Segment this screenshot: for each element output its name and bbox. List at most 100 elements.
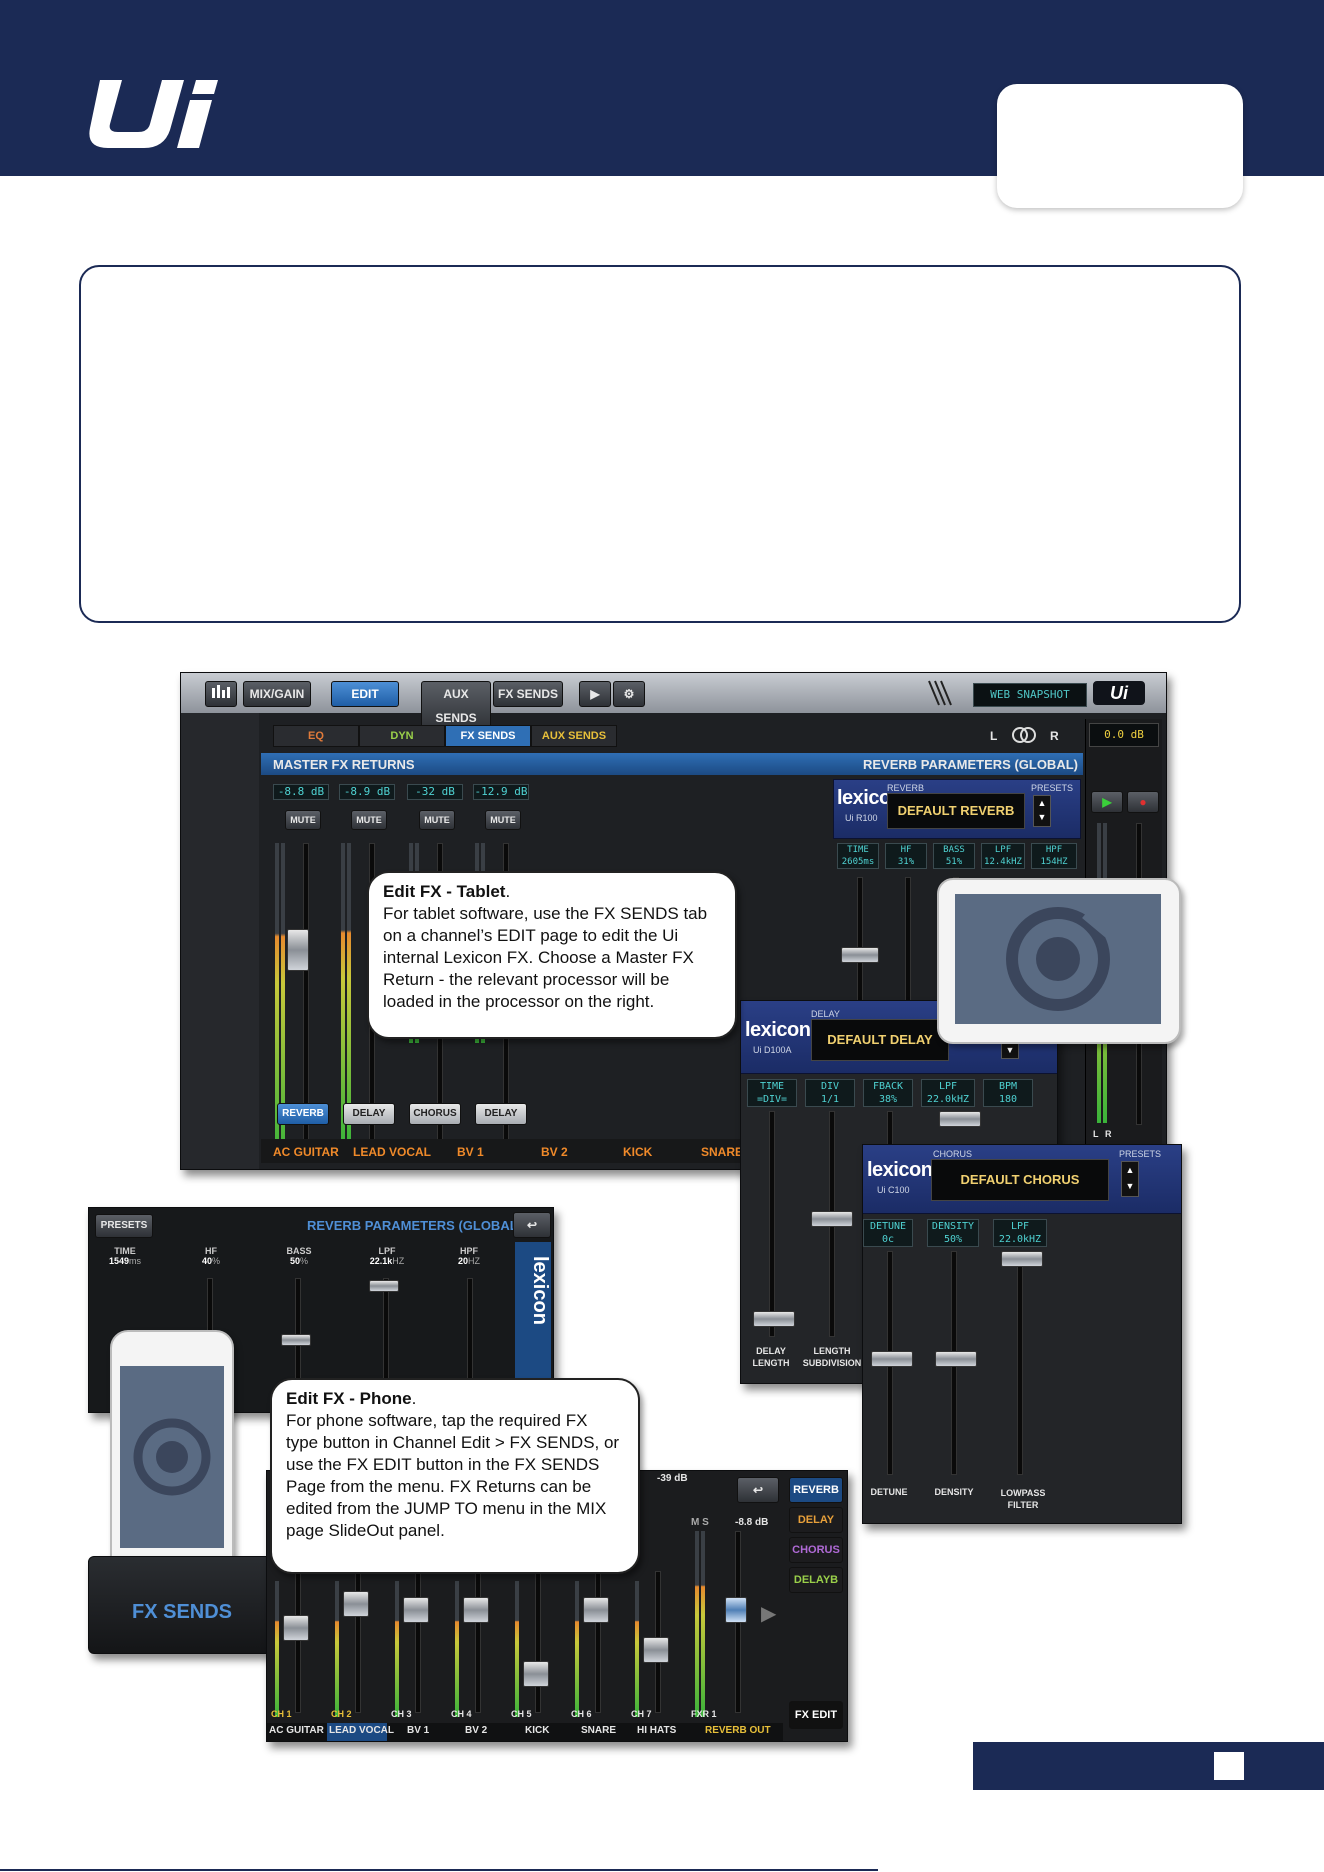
channel-name[interactable]: BV 2 — [465, 1725, 488, 1736]
meters-button[interactable] — [205, 681, 237, 707]
channel-name[interactable]: KICK — [525, 1725, 550, 1736]
reverb-param-name: BASS — [943, 845, 965, 855]
grip-icon — [925, 679, 955, 707]
phone-param[interactable]: HF 40% — [187, 1246, 235, 1266]
back-button[interactable]: ↩ — [513, 1212, 551, 1238]
fader-cap[interactable] — [753, 1311, 795, 1327]
fx-sends-menu-tile[interactable]: FX SENDS — [88, 1556, 276, 1654]
reverb-panel-header — [831, 753, 1083, 775]
delay-param[interactable]: FBACK 38% — [863, 1079, 913, 1107]
chorus-param[interactable]: LPF 22.0kHZ — [993, 1219, 1047, 1247]
brand-button[interactable]: Ui — [1093, 681, 1145, 705]
mute-button-2[interactable]: MUTE — [351, 810, 387, 830]
fader-cap[interactable] — [343, 1591, 369, 1617]
fx-button-delay[interactable]: DELAY — [343, 1103, 395, 1125]
fader-cap[interactable] — [583, 1597, 609, 1623]
chorus-fader-label: DENSITY — [934, 1487, 974, 1497]
snapshot-display[interactable]: WEB SNAPSHOT — [973, 683, 1087, 707]
link-icon[interactable] — [1009, 725, 1039, 745]
phone-param[interactable]: BASS 50% — [275, 1246, 323, 1266]
fader-cap[interactable] — [283, 1615, 309, 1641]
chorus-preset-name[interactable]: DEFAULT CHORUS — [931, 1159, 1109, 1201]
phone-param[interactable]: TIME 1549ms — [101, 1246, 149, 1266]
delay-param[interactable]: LPF 22.0kHZ — [921, 1079, 975, 1107]
tab-dyn[interactable]: DYN — [359, 725, 445, 747]
fader-cap[interactable] — [1001, 1251, 1043, 1267]
chorus-param[interactable]: DENSITY 50% — [927, 1219, 979, 1247]
fader-cap[interactable] — [369, 1280, 399, 1292]
fader-cap[interactable] — [281, 1334, 311, 1346]
mute-button-3[interactable]: MUTE — [419, 810, 455, 830]
delay-param[interactable]: BPM 180 — [983, 1079, 1033, 1107]
chorus-preset-stepper[interactable]: ▲▼ — [1121, 1161, 1139, 1197]
fx-type-delayb[interactable]: DELAYB — [789, 1567, 843, 1593]
channel-name[interactable]: LEAD VOCAL — [329, 1725, 394, 1736]
back-button[interactable]: ↩ — [737, 1477, 779, 1503]
reverb-param[interactable]: LPF 12.4kHZ — [981, 843, 1025, 869]
reverb-param[interactable]: TIME 2605ms — [837, 843, 879, 869]
fader-cap[interactable] — [523, 1661, 549, 1687]
channel-name[interactable]: KICK — [623, 1145, 653, 1159]
master-play-button[interactable]: ▶ — [1091, 791, 1123, 813]
reverb-param[interactable]: HF 31% — [885, 843, 927, 869]
phone-param-name: BASS — [286, 1246, 312, 1256]
fader-cap[interactable] — [725, 1597, 747, 1623]
play-button[interactable]: ▶ — [579, 681, 611, 707]
channel-name[interactable]: HI HATS — [637, 1725, 677, 1736]
fx-edit-button[interactable]: FX EDIT — [789, 1701, 843, 1729]
fx-type-reverb[interactable]: REVERB — [789, 1477, 843, 1503]
delay-param[interactable]: TIME =DIV= — [747, 1079, 797, 1107]
reverb-param-name: LPF — [994, 845, 1012, 855]
fader-cap[interactable] — [841, 947, 879, 963]
presets-button[interactable]: PRESETS — [95, 1214, 153, 1238]
reverb-preset-name[interactable]: DEFAULT REVERB — [887, 793, 1025, 829]
meter — [281, 843, 285, 1155]
aux-sends-button[interactable]: AUX SENDS — [421, 681, 491, 731]
edit-button[interactable]: EDIT — [331, 681, 399, 707]
fader-cap[interactable] — [871, 1351, 913, 1367]
reverb-preset-stepper[interactable]: ▲▼ — [1033, 795, 1051, 827]
phone-param-value: 22.1k — [369, 1256, 393, 1266]
channel-name[interactable]: REVERB OUT — [705, 1725, 771, 1736]
channel-name[interactable]: BV 1 — [457, 1145, 484, 1159]
delay-preset-name[interactable]: DEFAULT DELAY — [811, 1019, 949, 1061]
mute-button-4[interactable]: MUTE — [485, 810, 521, 830]
channel-name[interactable]: AC GUITAR — [269, 1725, 324, 1736]
fader-cap[interactable] — [935, 1351, 977, 1367]
tab-eq[interactable]: EQ — [273, 725, 359, 747]
fx-type-delay[interactable]: DELAY — [789, 1507, 843, 1533]
fader-cap[interactable] — [403, 1597, 429, 1623]
tab-fx-sends[interactable]: FX SENDS — [445, 725, 531, 747]
mix-gain-button[interactable]: MIX/GAIN — [243, 681, 311, 707]
fader-cap[interactable] — [811, 1211, 853, 1227]
channel-name[interactable]: BV 1 — [407, 1725, 430, 1736]
fx-sends-button[interactable]: FX SENDS — [493, 681, 563, 707]
fader-track — [595, 1571, 601, 1713]
channel-name[interactable]: AC GUITAR — [273, 1145, 339, 1159]
channel-name[interactable]: LEAD VOCAL — [353, 1145, 431, 1159]
fader-cap[interactable] — [939, 1111, 981, 1127]
reverb-param[interactable]: BASS 51% — [933, 843, 975, 869]
channel-name[interactable]: BV 2 — [541, 1145, 568, 1159]
settings-button[interactable]: ⚙ — [613, 681, 645, 707]
tab-aux-sends[interactable]: AUX SENDS — [531, 725, 617, 747]
channel-name[interactable]: SNARE — [581, 1725, 617, 1736]
fx-button-delay-2[interactable]: DELAY — [475, 1103, 527, 1125]
fx-button-chorus[interactable]: CHORUS — [409, 1103, 461, 1125]
mute-button-1[interactable]: MUTE — [285, 810, 321, 830]
reverb-param-value: 2605ms — [841, 857, 875, 867]
chorus-param[interactable]: DETUNE 0c — [863, 1219, 913, 1247]
fx-button-reverb[interactable]: REVERB — [277, 1103, 329, 1125]
next-arrow-icon[interactable]: ▶ — [761, 1603, 777, 1625]
reverb-param[interactable]: HPF 154HZ — [1031, 843, 1077, 869]
phone-screen — [120, 1366, 224, 1548]
fader-cap[interactable] — [463, 1597, 489, 1623]
fader-cap[interactable] — [287, 929, 309, 971]
fader-cap[interactable] — [643, 1637, 669, 1663]
phone-param[interactable]: HPF 20HZ — [445, 1246, 493, 1266]
fx-type-chorus[interactable]: CHORUS — [789, 1537, 843, 1563]
channel-name[interactable]: SNARE — [701, 1145, 744, 1159]
record-button[interactable]: ● — [1127, 791, 1159, 813]
delay-param[interactable]: DIV 1/1 — [805, 1079, 855, 1107]
phone-param[interactable]: LPF 22.1kHZ — [359, 1246, 415, 1266]
